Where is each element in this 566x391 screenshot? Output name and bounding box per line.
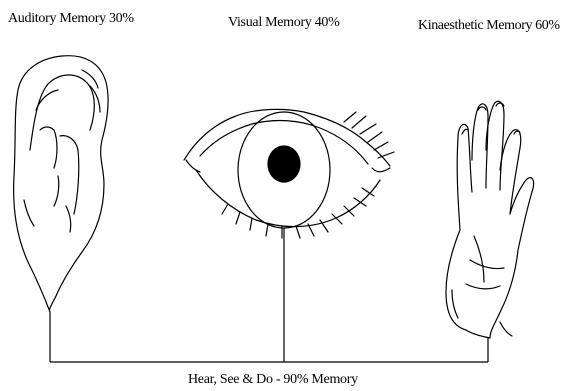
eye-icon [184,109,394,238]
hand-icon [446,101,534,338]
ear-icon [14,56,108,312]
connector-lines [50,228,488,362]
combined-memory-label: Hear, See & Do - 90% Memory [188,373,358,387]
